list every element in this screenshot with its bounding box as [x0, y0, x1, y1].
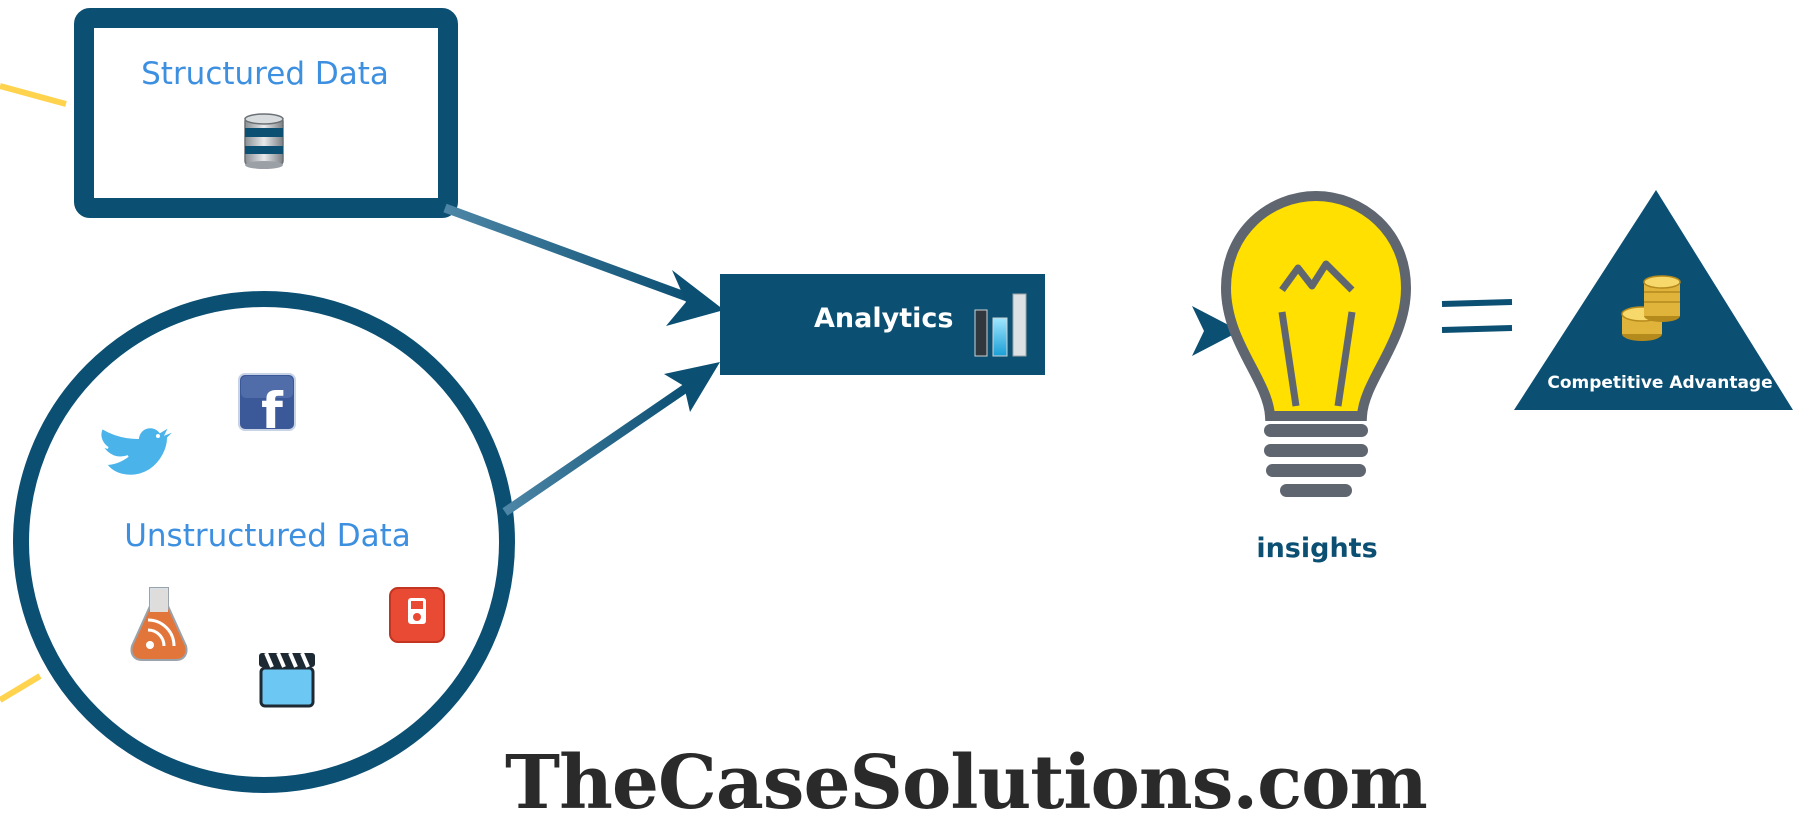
video-icon [259, 652, 315, 708]
facebook-icon: f [238, 373, 296, 440]
coins-icon [1621, 275, 1681, 341]
arrow-analytics-to-insights [1050, 306, 1240, 356]
left-connector-line [0, 83, 67, 107]
music-player-icon [389, 587, 445, 643]
database-icon [244, 113, 284, 169]
lightbulb-icon [1220, 190, 1412, 497]
analytics-box [720, 274, 1045, 375]
left-connector-line [0, 673, 42, 703]
competitive-advantage-label: Competitive Advantage [1547, 373, 1773, 393]
insights-label: insights [1256, 533, 1378, 564]
rss-icon [130, 587, 188, 661]
unstructured-data-circle [13, 291, 515, 793]
analytics-label: Analytics [814, 303, 954, 334]
structured-data-box [74, 8, 458, 218]
watermark-text: TheCaseSolutions.com [505, 740, 1428, 826]
unstructured-data-label: Unstructured Data [124, 518, 411, 554]
equals-icon [1441, 299, 1513, 333]
twitter-icon [99, 423, 177, 477]
structured-data-label: Structured Data [141, 56, 389, 92]
bar-chart-icon [974, 293, 1027, 357]
svg-text:f: f [261, 382, 284, 440]
arrow-unstructured-to-analytics [502, 362, 720, 516]
arrow-structured-to-analytics [443, 203, 724, 326]
diagram-canvas: f [0, 8, 1793, 793]
